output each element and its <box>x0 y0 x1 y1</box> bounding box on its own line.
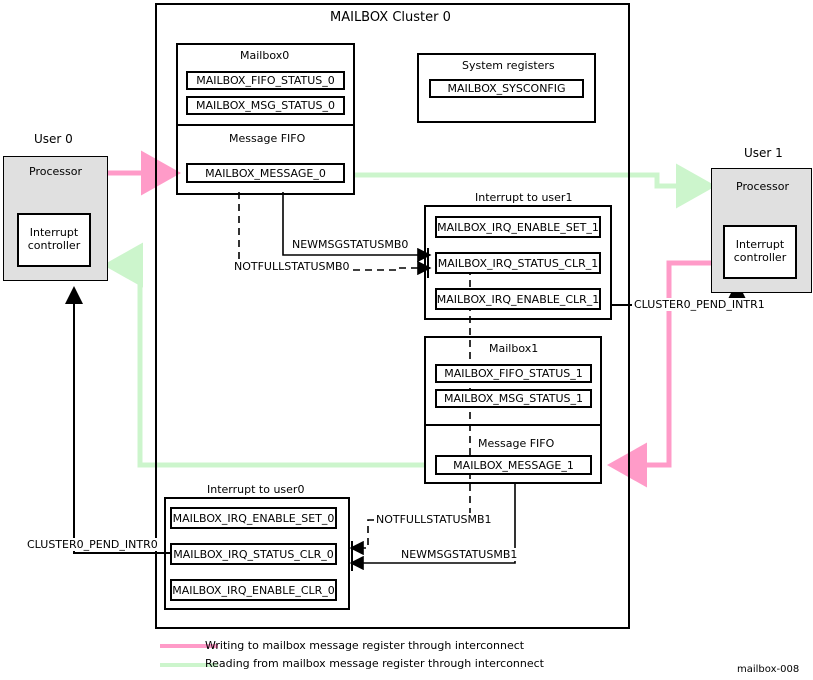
cluster-title: MAILBOX Cluster 0 <box>330 10 451 25</box>
user1-processor-label: Processor <box>736 180 789 193</box>
register-mailbox-irq-enable-clr-0[interactable]: MAILBOX_IRQ_ENABLE_CLR_0 <box>170 579 337 601</box>
register-mailbox-message-1[interactable]: MAILBOX_MESSAGE_1 <box>435 455 592 475</box>
register-mailbox-msg-status-0[interactable]: MAILBOX_MSG_STATUS_0 <box>186 96 345 115</box>
register-mailbox-irq-enable-set-0[interactable]: MAILBOX_IRQ_ENABLE_SET_0 <box>170 507 337 529</box>
system-registers-box <box>417 53 596 123</box>
register-mailbox-message-0[interactable]: MAILBOX_MESSAGE_0 <box>186 163 345 183</box>
mailbox1-fifo-divider <box>424 424 602 426</box>
register-mailbox-irq-enable-clr-1[interactable]: MAILBOX_IRQ_ENABLE_CLR_1 <box>435 288 601 310</box>
register-mailbox-irq-enable-set-1[interactable]: MAILBOX_IRQ_ENABLE_SET_1 <box>435 216 601 238</box>
mailbox1-fifo-title: Message FIFO <box>478 437 555 450</box>
user1-ic-line2: controller <box>733 251 787 264</box>
mailbox0-box <box>176 43 355 195</box>
user1-title: User 1 <box>744 146 783 160</box>
interrupt-to-user1-box <box>424 205 612 320</box>
signal-cluster0-pend-intr0: CLUSTER0_PEND_INTR0 <box>25 538 160 551</box>
interrupt-to-user1-title: Interrupt to user1 <box>475 191 573 204</box>
legend-label-read: Reading from mailbox message register th… <box>205 657 544 670</box>
register-mailbox-fifo-status-0[interactable]: MAILBOX_FIFO_STATUS_0 <box>186 71 345 90</box>
mailbox1-title: Mailbox1 <box>489 342 539 355</box>
signal-newmsgstatusmb1: NEWMSGSTATUSMB1 <box>399 548 520 561</box>
system-registers-title: System registers <box>462 59 555 72</box>
user1-interrupt-controller: Interrupt controller <box>723 225 797 279</box>
register-mailbox-sysconfig[interactable]: MAILBOX_SYSCONFIG <box>429 79 584 98</box>
mailbox0-fifo-title: Message FIFO <box>229 132 306 145</box>
signal-cluster0-pend-intr1: CLUSTER0_PEND_INTR1 <box>632 298 767 311</box>
signal-notfullstatusmb1: NOTFULLSTATUSMB1 <box>374 513 494 526</box>
user0-ic-line2: controller <box>27 239 81 252</box>
register-mailbox-fifo-status-1[interactable]: MAILBOX_FIFO_STATUS_1 <box>435 364 592 383</box>
mailbox1-box <box>424 336 602 484</box>
signal-notfullstatusmb0: NOTFULLSTATUSMB0 <box>232 260 352 273</box>
user0-title: User 0 <box>34 132 73 146</box>
legend-label-write: Writing to mailbox message register thro… <box>205 639 525 652</box>
figure-id-label: mailbox-008 <box>737 664 800 675</box>
mailbox0-fifo-divider <box>176 124 355 126</box>
legend-swatch-read <box>160 663 218 667</box>
mailbox-cluster-outline <box>155 3 630 629</box>
user0-processor-label: Processor <box>29 165 82 178</box>
mailbox0-title: Mailbox0 <box>240 49 290 62</box>
user0-ic-line1: Interrupt <box>29 226 79 240</box>
register-mailbox-irq-status-clr-0[interactable]: MAILBOX_IRQ_STATUS_CLR_0 <box>170 543 337 565</box>
signal-newmsgstatusmb0: NEWMSGSTATUSMB0 <box>290 238 411 251</box>
user1-ic-line1: Interrupt <box>735 238 785 252</box>
interrupt-to-user0-title: Interrupt to user0 <box>207 483 305 496</box>
legend-swatch-write <box>160 644 218 648</box>
register-mailbox-irq-status-clr-1[interactable]: MAILBOX_IRQ_STATUS_CLR_1 <box>435 252 601 274</box>
interrupt-to-user0-box <box>164 497 350 610</box>
user0-interrupt-controller: Interrupt controller <box>17 213 91 267</box>
register-mailbox-msg-status-1[interactable]: MAILBOX_MSG_STATUS_1 <box>435 389 592 408</box>
